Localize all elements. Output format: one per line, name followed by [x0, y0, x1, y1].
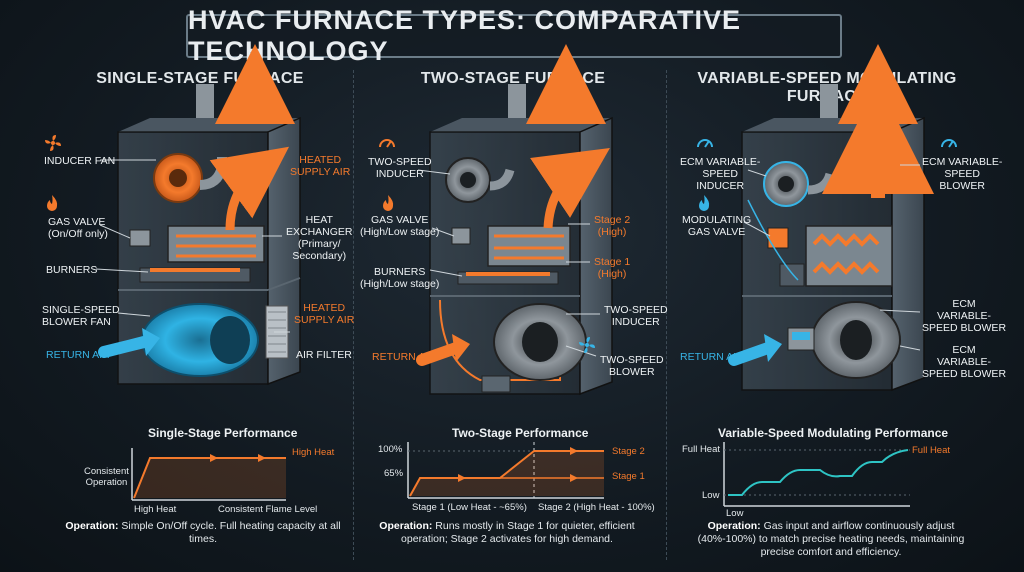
- x-axis-left-label: Low: [726, 508, 744, 519]
- y-axis-top-label: 100%: [378, 444, 403, 455]
- column-divider: [666, 70, 668, 560]
- y-axis-top-label: Full Heat: [682, 444, 721, 455]
- y-axis-bottom-label: Low: [702, 490, 720, 501]
- variable-speed-chart: [723, 442, 910, 507]
- ecm-blower-label: ECM VARIABLE- SPEED BLOWER: [922, 156, 1003, 192]
- modulating-gas-valve-label: MODULATING GAS VALVE: [682, 214, 752, 238]
- x-axis-right-label: Consistent Flame Level: [218, 504, 318, 515]
- two-speed-inducer-label: TWO-SPEED INDUCER: [604, 304, 668, 328]
- column-divider: [353, 70, 355, 560]
- single-stage-performance-title: Single-Stage Performance: [148, 426, 298, 440]
- variable-speed-performance-title: Variable-Speed Modulating Performance: [718, 426, 949, 440]
- variable-speed-operation: Operation: Gas input and airflow continu…: [686, 520, 976, 559]
- two-stage-chart: [407, 442, 604, 499]
- main-title: HVAC FURNACE TYPES: COMPARATIVE TECHNOLO…: [188, 5, 742, 66]
- operation-label: Operation:: [379, 520, 433, 532]
- two-speed-inducer-label: TWO-SPEED INDUCER: [368, 156, 432, 180]
- heated-supply-label: HEATED SUPPLY AIR: [290, 154, 351, 178]
- two-stage-cabinet: [416, 44, 613, 396]
- gas-valve-label: GAS VALVE (High/Low stage): [360, 214, 440, 238]
- stage2-line-label: Stage 2: [612, 446, 645, 457]
- line-label: Full Heat: [912, 445, 951, 456]
- stage1-label: Stage 1 (High): [594, 256, 631, 280]
- operation-text: Gas input and airflow continuously adjus…: [697, 520, 965, 558]
- leader-lines: [95, 159, 921, 357]
- line-label: High Heat: [292, 447, 335, 458]
- gas-valve-label: GAS VALVE (On/Off only): [48, 216, 108, 240]
- single-stage-chart: [131, 448, 286, 501]
- single-stage-cabinet: [98, 44, 301, 386]
- heat-exchanger-label: HEAT EXCHANGER (Primary/ Secondary): [286, 214, 353, 262]
- operation-label: Operation:: [707, 520, 761, 532]
- two-stage-operation: Operation: Runs mostly in Stage 1 for qu…: [376, 520, 638, 546]
- operation-text: Simple On/Off cycle. Full heating capaci…: [118, 520, 341, 545]
- two-speed-blower-label: TWO-SPEED BLOWER: [600, 354, 664, 378]
- x-axis-left-label: High Heat: [134, 504, 177, 515]
- operation-label: Operation:: [65, 520, 119, 532]
- ecm-blower-label: ECM VARIABLE- SPEED BLOWER: [922, 344, 1007, 380]
- variable-speed-cabinet: [728, 44, 934, 392]
- ecm-blower-label: ECM VARIABLE- SPEED BLOWER: [922, 298, 1007, 334]
- burners-label: BURNERS: [46, 264, 98, 276]
- return-air-label: RETURN AIR: [372, 351, 436, 363]
- x-axis-left-label: Stage 1 (Low Heat - ~65%): [412, 502, 527, 513]
- return-air-label: RETURN AIR: [680, 351, 744, 363]
- burners-label: BURNERS (High/Low stage): [360, 266, 440, 290]
- operation-text: Runs mostly in Stage 1 for quieter, effi…: [401, 520, 635, 545]
- two-stage-performance-title: Two-Stage Performance: [452, 426, 589, 440]
- main-title-box: HVAC FURNACE TYPES: COMPARATIVE TECHNOLO…: [186, 5, 842, 66]
- return-air-label: RETURN AIR: [46, 349, 110, 361]
- y-axis-mid-label: 65%: [384, 468, 404, 479]
- inducer-fan-label: INDUCER FAN: [44, 155, 116, 167]
- air-filter-label: AIR FILTER: [296, 349, 352, 361]
- x-axis-right-label: Stage 2 (High Heat - 100%): [538, 502, 655, 513]
- ecm-inducer-label: ECM VARIABLE- SPEED INDUCER: [680, 156, 761, 192]
- stage2-label: Stage 2 (High): [594, 214, 631, 238]
- single-stage-operation: Operation: Simple On/Off cycle. Full hea…: [58, 520, 348, 546]
- stage1-line-label: Stage 1: [612, 471, 645, 482]
- blower-fan-label: SINGLE-SPEED BLOWER FAN: [42, 304, 120, 328]
- heated-supply-label: HEATED SUPPLY AIR: [294, 302, 355, 326]
- y-axis-label: Consistent Operation: [84, 466, 129, 488]
